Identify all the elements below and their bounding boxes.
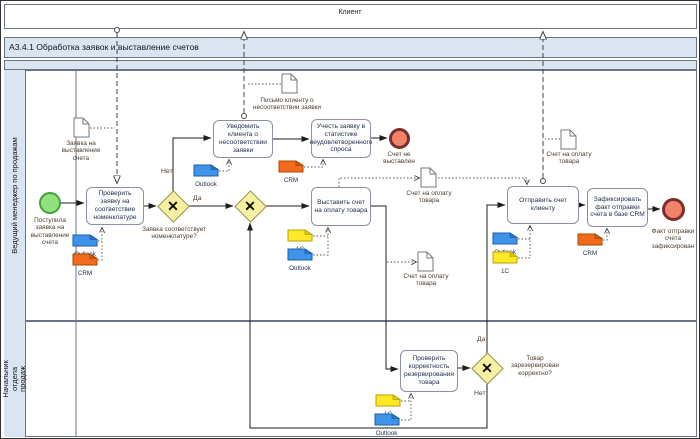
document-icon	[560, 129, 577, 150]
outlook-icon	[492, 232, 519, 245]
assoc-apps-to-check	[98, 228, 102, 261]
app-crm[interactable]: CRM	[72, 253, 99, 277]
app-onec[interactable]: 1С	[492, 251, 519, 275]
document-icon	[73, 117, 90, 138]
outlook-icon	[72, 234, 99, 247]
app-crm[interactable]: CRM	[577, 233, 604, 257]
flow-gw3-no-to-merge	[247, 222, 488, 429]
document-invoice-mid-label: Счет на оплату товара	[403, 273, 449, 288]
app-crm-label: CRM	[77, 270, 93, 277]
outlook-icon	[374, 413, 400, 426]
document-request-label: Заявка на выставление счета	[61, 140, 101, 162]
task-issue-invoice-label: Выставить счет на оплату товара	[314, 198, 368, 214]
document-icon	[281, 73, 298, 94]
assoc-crm-to-account	[304, 160, 323, 168]
gateway-merge[interactable]: ✕	[234, 190, 267, 223]
task-send-invoice-label: Отправить счет клиенту	[519, 197, 567, 212]
crm-icon	[278, 160, 305, 173]
document-invoice-top[interactable]	[420, 167, 437, 193]
crm-icon	[577, 233, 604, 246]
gateway-x-icon: ✕	[167, 197, 179, 214]
task-notify-client-label: Уведомить клиента о несоответствии заявк…	[219, 123, 267, 154]
start-event-label: Поступила заявка на выставление счета	[30, 217, 70, 247]
task-check-request[interactable]: Проверить заявку на соответствие номенкл…	[86, 187, 144, 225]
gateway-request-match[interactable]: ✕	[157, 190, 190, 223]
pool-client	[4, 4, 697, 29]
process-title: A3.4.1 Обработка заявок и выставление сч…	[9, 42, 199, 52]
end-event-not-issued-label: Счет не выставлен	[383, 151, 415, 166]
pool-client-label: Клиент	[338, 9, 362, 16]
outlook-icon	[287, 248, 314, 261]
gateway-request-match-label: Заявка соответствует номенклатуре?	[142, 226, 206, 241]
assoc-apps-to-send	[518, 226, 530, 259]
process-title-band	[4, 37, 697, 58]
outlook-icon	[193, 164, 220, 177]
task-send-invoice[interactable]: Отправить счет клиенту	[507, 186, 579, 224]
end-event-not-issued[interactable]	[389, 128, 410, 149]
app-outlook-label: Outlook	[375, 430, 398, 437]
flow-gw1-no-to-notify	[172, 135, 212, 191]
message-source-dot	[540, 178, 546, 184]
app-crm[interactable]: CRM	[278, 160, 305, 184]
start-event[interactable]	[39, 192, 61, 214]
app-outlook[interactable]: Outlook	[287, 248, 314, 272]
document-invoice-right-label: Счет на оплату товара	[546, 151, 592, 166]
gateway-reservation-ok[interactable]: ✕	[471, 352, 504, 385]
gateway-request-match-no: Нет	[161, 168, 173, 175]
task-account-demand[interactable]: Учесть заявку в статистике неудовлетворе…	[309, 119, 373, 158]
lane-sales-manager-strip: Ведущий менеджер по продажам	[4, 70, 26, 321]
end-event-fact-fixed-label: Факт отправки счета зафиксирован	[651, 228, 695, 250]
app-crm-label: CRM	[283, 177, 299, 184]
document-invoice-top-label: Счет на оплату товара	[406, 190, 452, 205]
onec-icon	[287, 229, 314, 242]
gateway-reservation-ok-yes: Да	[477, 336, 486, 343]
lane-sales-head	[4, 321, 697, 437]
document-invoice-right[interactable]	[560, 129, 577, 155]
gateway-request-match-yes: Да	[193, 195, 202, 202]
assoc-doc-invoice-top-to-send	[438, 177, 527, 184]
task-check-reservation-label: Проверить корректность резервирования то…	[404, 355, 454, 386]
task-fix-fact-label: Зафиксировать факт отправки счета в базе…	[590, 195, 645, 219]
task-account-demand-label: Учесть заявку в статистике неудовлетворе…	[309, 122, 373, 154]
crm-icon	[72, 253, 99, 266]
assoc-outlook-to-notify	[219, 160, 229, 172]
onec-icon	[492, 251, 519, 264]
gateway-reservation-ok-label: Товар зарезервирован корректно?	[511, 355, 559, 377]
message-source-dot	[114, 27, 120, 33]
onec-icon	[375, 394, 402, 407]
app-outlook[interactable]: Outlook	[373, 413, 400, 437]
app-outlook-label: Outlook	[289, 265, 311, 272]
document-letter-label: Письмо клиенту о несоответствии заявки	[253, 97, 321, 112]
flow-gw3-yes-to-send	[486, 202, 506, 353]
assoc-issue-to-doc-invoice-top	[338, 178, 419, 187]
gateway-x-icon: ✕	[244, 197, 256, 214]
app-outlook[interactable]: Outlook	[193, 164, 220, 188]
task-issue-invoice[interactable]: Выставить счет на оплату товара	[311, 187, 371, 226]
app-outlook-label: Outlook	[195, 181, 217, 188]
message-source-dot	[241, 113, 247, 119]
app-onec-label: 1С	[500, 268, 510, 275]
assoc-apps-to-checkres	[401, 394, 411, 421]
gateway-reservation-ok-no: Нет	[474, 390, 486, 397]
task-notify-client[interactable]: Уведомить клиента о несоответствии заявк…	[213, 120, 273, 158]
document-icon	[417, 251, 434, 272]
assoc-apps-to-issue	[313, 228, 328, 256]
app-crm-label: CRM	[582, 250, 598, 257]
assoc-crm-to-fix	[603, 229, 607, 241]
frame-thin-band	[4, 60, 697, 70]
task-check-reservation[interactable]: Проверить корректность резервирования то…	[400, 350, 458, 392]
flow-issue-to-checkres	[371, 205, 399, 372]
gateway-x-icon: ✕	[481, 359, 493, 376]
task-fix-fact[interactable]: Зафиксировать факт отправки счета в базе…	[587, 188, 648, 227]
task-check-request-label: Проверить заявку на соответствие номенкл…	[93, 190, 137, 221]
document-request[interactable]	[73, 117, 90, 143]
end-event-fact-fixed[interactable]	[662, 198, 685, 221]
document-letter[interactable]	[281, 73, 298, 99]
document-invoice-mid[interactable]	[417, 251, 434, 277]
document-icon	[420, 167, 437, 188]
lane-sales-head-strip: Начальник отдела продаж	[1, 321, 27, 437]
